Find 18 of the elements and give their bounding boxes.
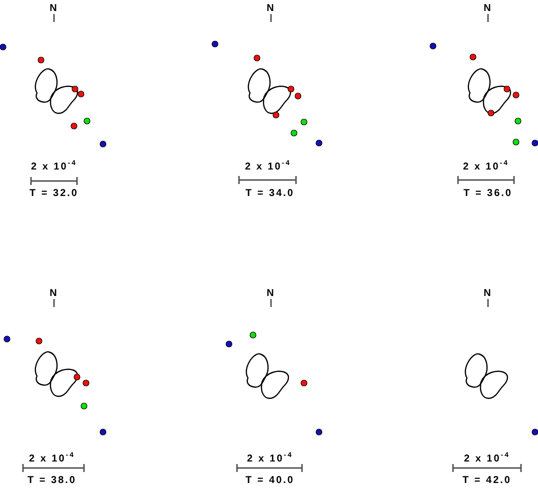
- north-label: N: [50, 288, 58, 300]
- time-label: T = 40.0: [246, 475, 294, 487]
- scale-label: 2 x 10$^{-4}$: [462, 159, 510, 174]
- time-label: T = 32.0: [30, 188, 78, 200]
- time-label: T = 36.0: [464, 188, 512, 200]
- north-label: N: [50, 3, 58, 15]
- scale-label: 2 x 10$^{-4}$: [244, 159, 292, 174]
- scale-label: 2 x 10$^{-4}$: [464, 451, 510, 466]
- scale-label: 2 x 10$^{-4}$: [246, 451, 294, 466]
- scale-label: 2 x 10$^{-4}$: [28, 451, 76, 466]
- time-label: T = 38.0: [28, 475, 76, 487]
- north-label: N: [484, 3, 492, 15]
- north-label: N: [266, 3, 276, 15]
- north-label: N: [484, 288, 492, 300]
- time-label: T = 34.0: [246, 188, 294, 200]
- north-label: N: [266, 288, 276, 300]
- scale-label: 2 x 10$^{-4}$: [30, 159, 78, 174]
- time-label: T = 42.0: [462, 475, 512, 487]
